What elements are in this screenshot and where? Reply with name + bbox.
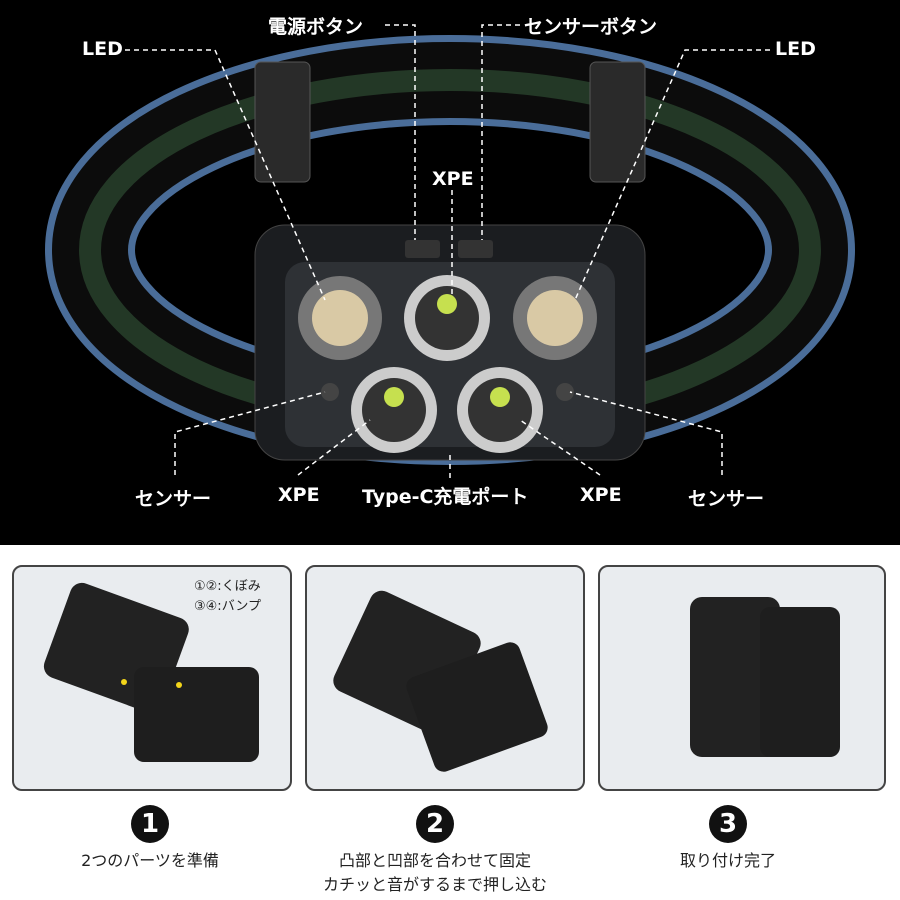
step-number: 1 [131, 805, 169, 843]
label-xpe-top: XPE [432, 168, 474, 190]
step-caption: 取り付け完了 [679, 851, 776, 870]
callout-lines [125, 24, 770, 478]
label-sensor-right: センサー [688, 488, 765, 510]
label-sensor-left: センサー [135, 488, 212, 510]
step-1-photo: ①②:くぼみ ③④:バンプ [12, 565, 292, 791]
step-number: 3 [709, 805, 747, 843]
step-caption: 凸部と凹部を合わせて固定 [338, 851, 531, 870]
label-power-button: 電源ボタン [268, 16, 364, 38]
sensor-left [321, 383, 339, 401]
step-2: 2 凸部と凹部を合わせて固定 カチッと音がするまで押し込む [285, 805, 585, 897]
note-bumps: ③④:バンプ [194, 599, 261, 614]
led-right [513, 276, 597, 360]
xpe-left [351, 367, 437, 453]
step-3-photo [598, 565, 886, 791]
power-button [405, 240, 440, 258]
label-type-c-port: Type-C充電ポート [362, 486, 529, 508]
step-caption: 2つのパーツを準備 [81, 851, 219, 870]
step-1: 1 2つのパーツを準備 [0, 805, 300, 873]
xpe-right [457, 367, 543, 453]
step-2-photo [305, 565, 585, 791]
step-number: 2 [416, 805, 454, 843]
strap-buckle-left [254, 61, 311, 183]
headlamp-illustration [45, 24, 855, 478]
xpe-top [404, 275, 490, 361]
label-led-right: LED [775, 38, 816, 60]
note-hollows: ①②:くぼみ [194, 579, 261, 594]
label-led-left: LED [82, 38, 123, 60]
step-caption-2: カチッと音がするまで押し込む [322, 875, 547, 894]
panel-notes: ①②:くぼみ ③④:バンプ [194, 577, 261, 617]
label-xpe-left: XPE [278, 484, 320, 506]
step-3: 3 取り付け完了 [578, 805, 878, 873]
product-diagram: LED 電源ボタン センサーボタン LED XPE センサー XPE Type-… [0, 0, 900, 545]
label-sensor-button: センサーボタン [524, 16, 658, 38]
label-xpe-right: XPE [580, 484, 622, 506]
strap-buckle-right [589, 61, 646, 183]
sensor-button [458, 240, 493, 258]
led-left [298, 276, 382, 360]
sensor-right [556, 383, 574, 401]
